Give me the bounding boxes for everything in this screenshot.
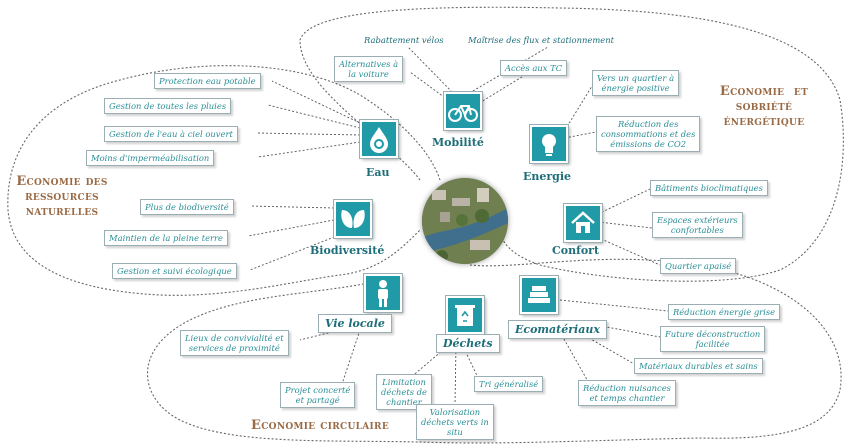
recycle-bin-icon xyxy=(445,295,485,335)
ecomateriaux-item: Réduction nuisances et temps chantier xyxy=(578,380,676,406)
mobilite-item: Alternatives à la voiture xyxy=(334,56,404,82)
dechets-item: Valorisation déchets verts in situ xyxy=(416,404,494,440)
outline-energie xyxy=(299,6,844,282)
theme-vie-locale: Vie locale xyxy=(318,314,392,333)
mobilite-item: Maîtrise des flux et stationnement xyxy=(468,35,614,45)
confort-item: Bâtiments bioclimatiques xyxy=(650,180,768,196)
aerial-photo xyxy=(422,178,508,264)
group-title-circulaire: Economie circulaire xyxy=(251,418,389,433)
theme-dechets: Déchets xyxy=(436,334,500,353)
leaves-icon xyxy=(333,199,373,239)
outline-naturelles xyxy=(7,65,441,296)
mobilite-item: Accès aux TC xyxy=(500,60,568,76)
energie-item: Réduction des consommations et des émiss… xyxy=(596,116,701,152)
energie-item: Vers un quartier à énergie positive xyxy=(592,70,680,96)
building-materials-icon xyxy=(519,275,559,315)
eau-item: Protection eau potable xyxy=(154,73,261,89)
theme-eau: Eau xyxy=(366,166,390,179)
biodiversite-item: Plus de biodiversité xyxy=(140,199,234,215)
eau-item: Moins d'imperméabilisation xyxy=(86,150,215,166)
group-title-naturelles: Economie des ressources naturelles xyxy=(16,174,108,219)
eau-item: Gestion de toutes les pluies xyxy=(104,98,232,114)
theme-mobilite: Mobilité xyxy=(432,136,484,149)
ecomateriaux-item: Réduction énergie grise xyxy=(668,304,781,320)
confort-item: Espaces extérieurs confortables xyxy=(652,212,743,238)
ecomateriaux-item: Matériaux durables et sains xyxy=(634,358,763,374)
theme-confort: Confort xyxy=(552,244,600,257)
theme-energie: Energie xyxy=(523,170,572,183)
eau-item: Gestion de l'eau à ciel ouvert xyxy=(104,126,238,142)
vie-locale-item: Lieux de convivialité et services de pro… xyxy=(180,330,289,356)
biodiversite-item: Maintien de la pleine terre xyxy=(104,230,228,246)
dechets-item: Tri généralisé xyxy=(474,376,544,392)
ecomateriaux-item: Future déconstruction facilitée xyxy=(660,326,766,352)
group-title-energie: Economie et sobriété énergétique xyxy=(719,84,809,129)
house-icon xyxy=(563,203,603,243)
bicycle-icon xyxy=(443,91,483,131)
theme-ecomateriaux: Ecomatériaux xyxy=(508,320,607,339)
theme-biodiversite: Biodiversité xyxy=(310,244,385,257)
person-icon xyxy=(363,273,403,313)
vie-locale-item: Projet concerté et partagé xyxy=(280,382,356,408)
mobilite-item: Rabattement vélos xyxy=(364,35,444,45)
biodiversite-item: Gestion et suivi écologique xyxy=(112,263,237,279)
light-bulb-icon xyxy=(529,124,569,164)
confort-item: Quartier apaisé xyxy=(660,258,737,274)
water-drop-recycle-icon xyxy=(359,119,399,159)
